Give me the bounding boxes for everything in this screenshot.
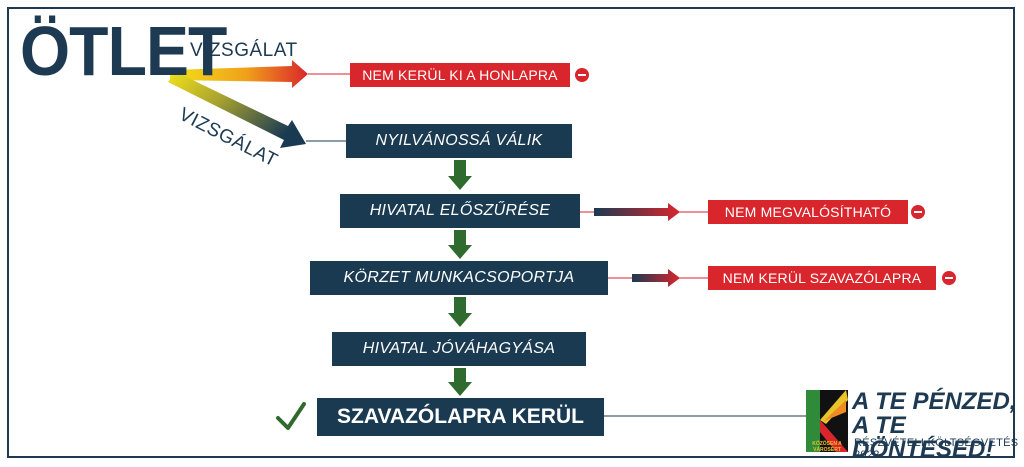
right-arrow-icon <box>594 203 680 221</box>
logo-graphic <box>806 390 848 452</box>
down-arrow-icon <box>448 160 472 190</box>
step-published-label: NYILVÁNOSSÁ VÁLIK <box>375 132 543 149</box>
step-district-group-label: KÖRZET MUNKACSOPORTJA <box>343 269 575 286</box>
reject-not-on-ballot-label: NEM KERÜL SZAVAZÓLAPRA <box>722 270 922 286</box>
down-arrow-icon <box>448 230 472 259</box>
step-prefilter-box: HIVATAL ELŐSZŰRÉSE <box>340 194 580 228</box>
step-approval-box: HIVATAL JÓVÁHAGYÁSA <box>332 332 586 366</box>
step-published-box: NYILVÁNOSSÁ VÁLIK <box>346 124 572 158</box>
right-arrow-icon <box>632 269 680 287</box>
slogan-line-2: A TE DÖNTÉSED! <box>852 412 994 463</box>
reject-not-feasible-box: NEM MEGVALÓSÍTHATÓ <box>708 200 908 224</box>
reject-not-on-ballot-box: NEM KERÜL SZAVAZÓLAPRA <box>708 266 936 290</box>
title-otlet: ÖTLET <box>20 12 227 90</box>
reject-not-published-box: NEM KERÜL KI A HONLAPRA <box>350 63 570 87</box>
step-on-ballot-box: SZAVAZÓLAPRA KERÜL <box>317 398 604 436</box>
checkmark-icon <box>276 402 306 430</box>
step-district-group-box: KÖRZET MUNKACSOPORTJA <box>310 261 608 295</box>
step-on-ballot-label: SZAVAZÓLAPRA KERÜL <box>337 405 584 428</box>
step-prefilter-label: HIVATAL ELŐSZŰRÉSE <box>369 202 551 219</box>
upper-review-label: VIZSGÁLAT <box>190 40 298 61</box>
slogan-line-1: A TE PÉNZED, <box>852 388 1017 415</box>
step-approval-label: HIVATAL JÓVÁHAGYÁSA <box>362 340 556 357</box>
upper-review-arrow <box>170 60 308 88</box>
slogan-subtitle: RÉSZVÉTELI KÖLTSÉGVETÉS 2022 <box>854 437 1019 461</box>
down-arrow-icon <box>448 297 472 327</box>
down-arrow-icon <box>448 368 472 396</box>
reject-not-published-label: NEM KERÜL KI A HONLAPRA <box>362 67 558 83</box>
minus-circle-icon <box>575 68 589 82</box>
minus-circle-icon <box>942 271 956 285</box>
logo-caption: KÖZÖSEN A VÁROSÉRT <box>812 441 842 453</box>
diagonal-review-arrow <box>168 72 306 148</box>
reject-not-feasible-label: NEM MEGVALÓSÍTHATÓ <box>724 204 892 220</box>
diagram-frame <box>7 7 1015 458</box>
minus-circle-icon <box>911 205 925 219</box>
